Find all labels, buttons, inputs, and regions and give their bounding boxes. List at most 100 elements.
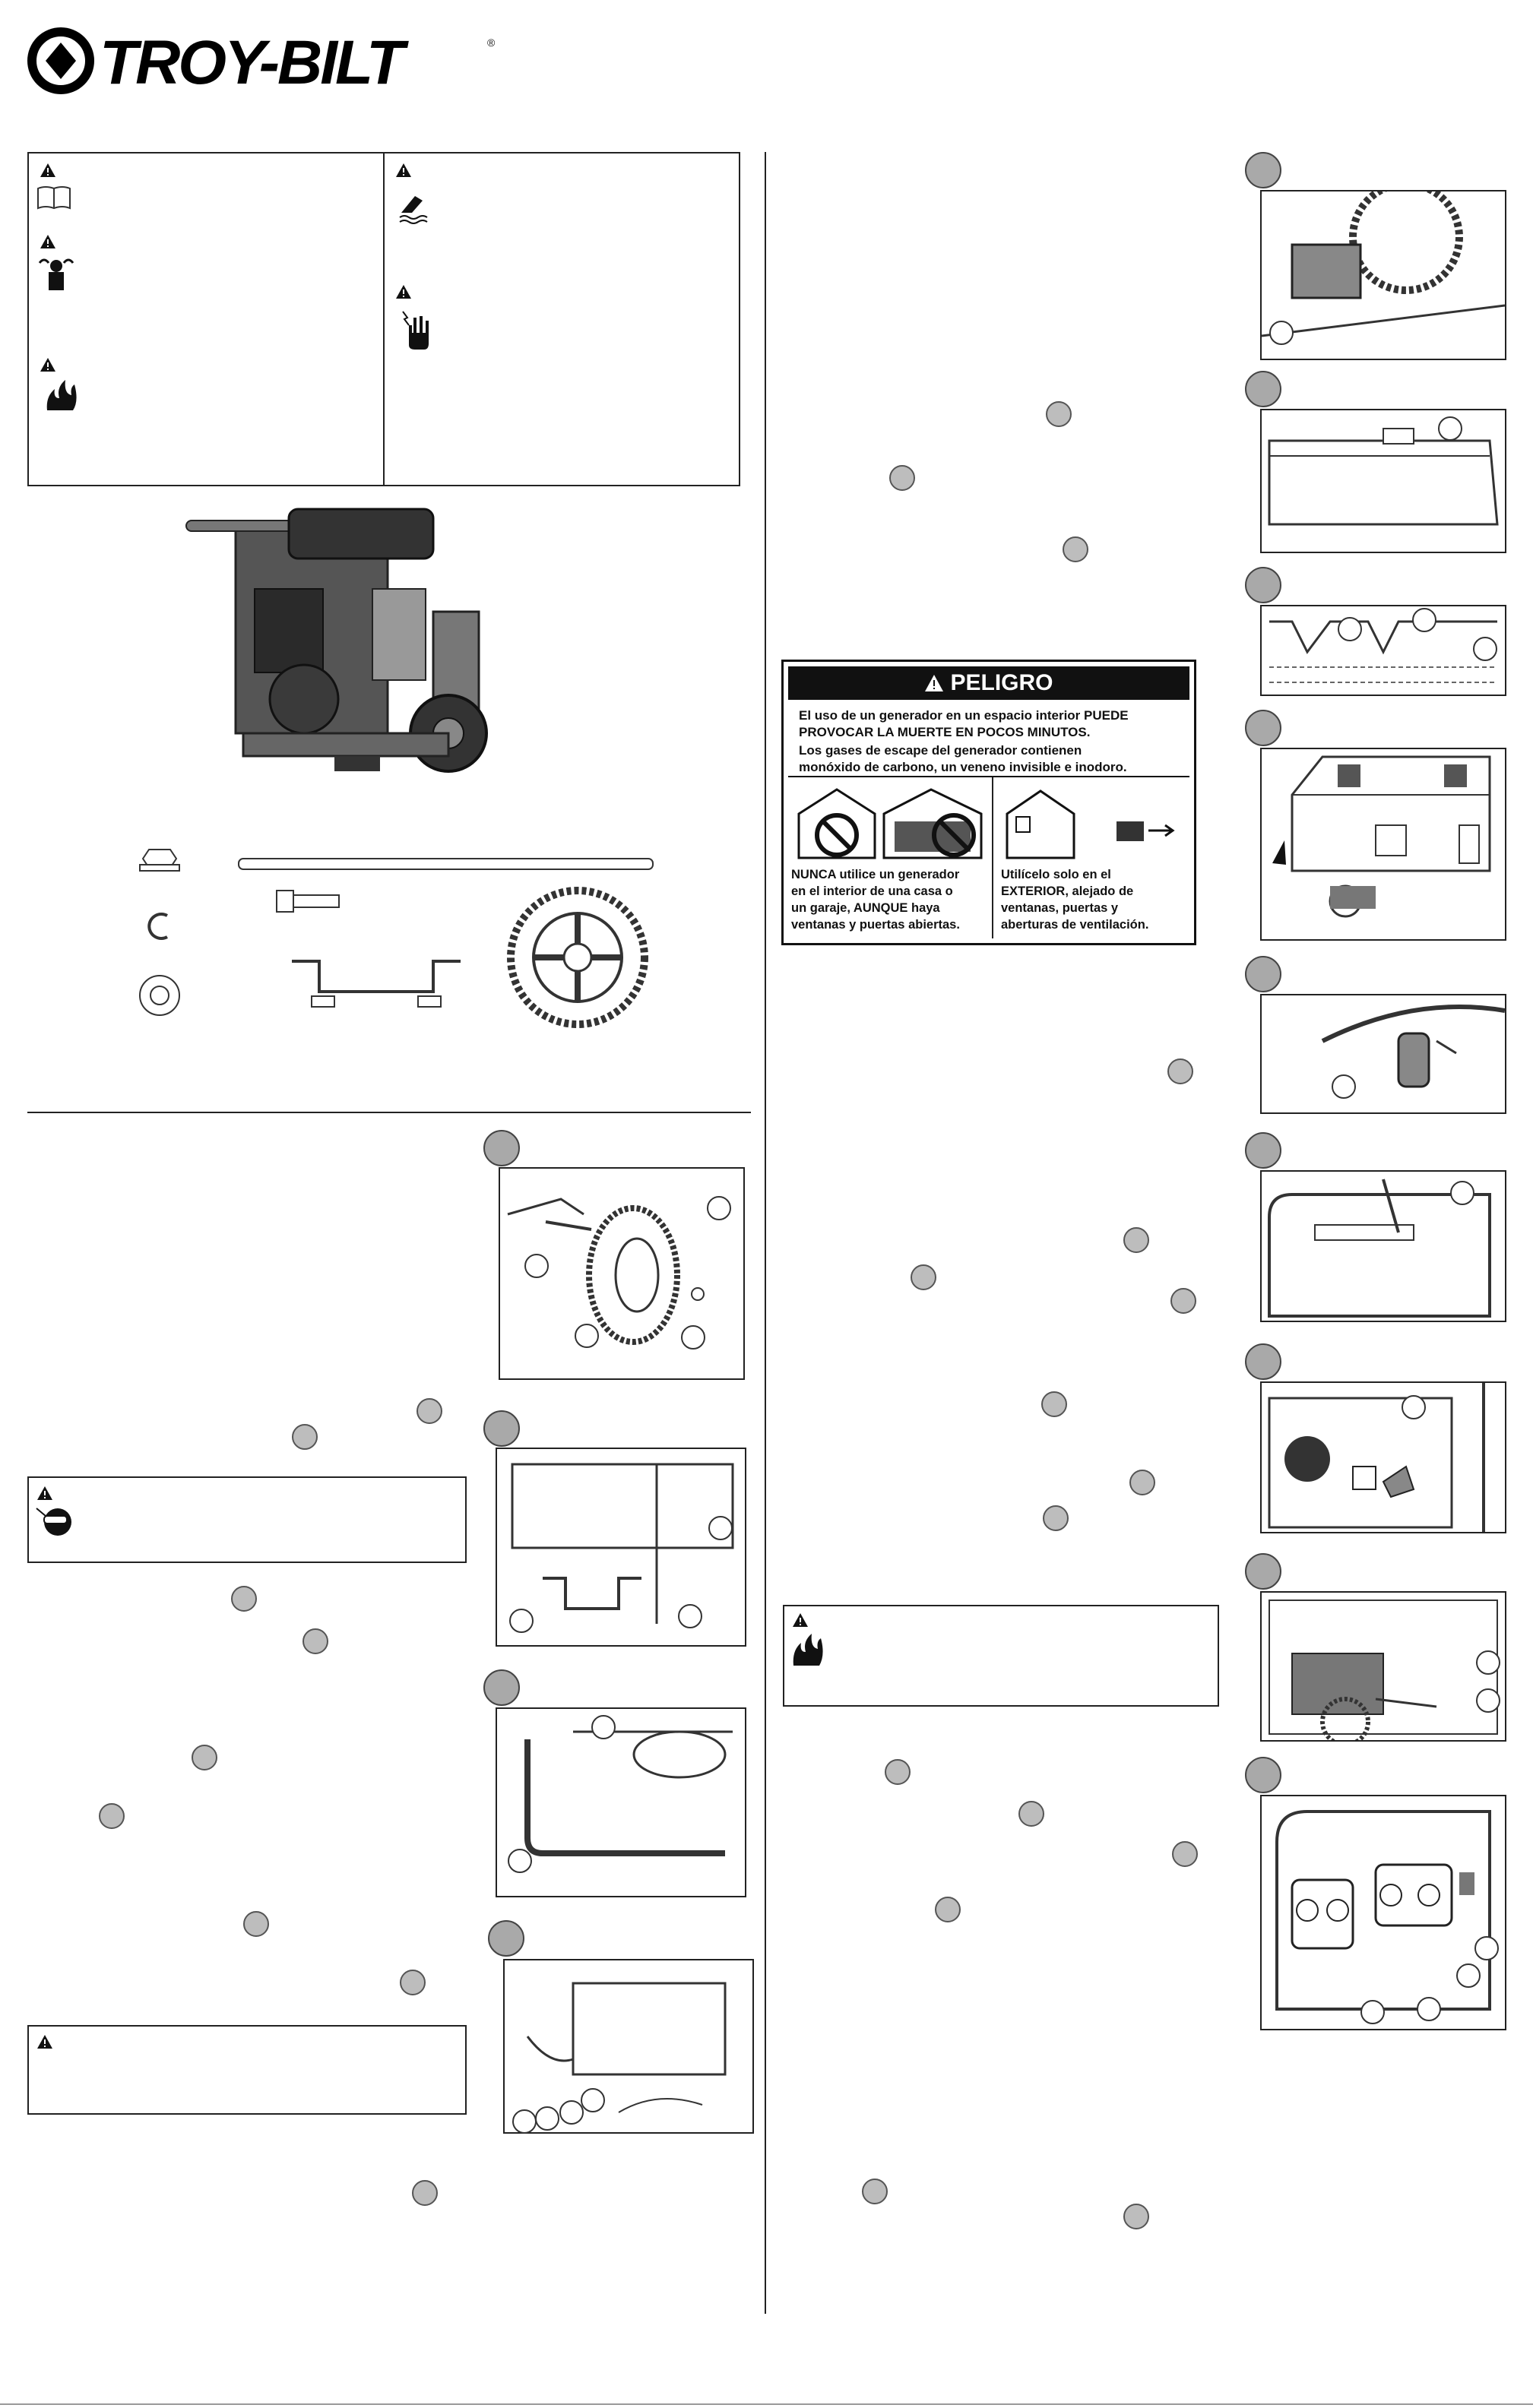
warning-triangle-icon bbox=[793, 1613, 808, 1627]
support-leg-part bbox=[292, 960, 461, 1008]
callout-circle bbox=[707, 1196, 731, 1220]
callout-circle bbox=[1412, 608, 1436, 632]
danger-never-line-4: ventanas y puertas abiertas. bbox=[791, 918, 960, 932]
figure-reference-circle bbox=[1046, 401, 1072, 427]
figure-reference-circle bbox=[400, 1970, 426, 1995]
figure-wheel-install bbox=[499, 1167, 745, 1380]
step-number-circle bbox=[1245, 1757, 1281, 1793]
brand-logo: TROY-BILT ® bbox=[27, 27, 495, 97]
warning-triangle-icon bbox=[396, 285, 411, 299]
callout-circle bbox=[591, 1715, 616, 1739]
danger-outdoor-line-2: EXTERIOR, alejado de bbox=[1001, 884, 1134, 898]
figure-fuel-tank bbox=[1260, 409, 1506, 553]
axle-part bbox=[238, 858, 654, 870]
warning-triangle-icon bbox=[40, 358, 55, 372]
page-bottom-rule bbox=[0, 2403, 1533, 2405]
divider bbox=[992, 777, 993, 938]
warning-triangle-icon bbox=[40, 163, 55, 177]
warning-triangle-icon bbox=[396, 163, 411, 177]
danger-heading-text: PELIGRO bbox=[950, 670, 1053, 695]
figure-reference-circle bbox=[935, 1897, 961, 1922]
callout-circle bbox=[1332, 1074, 1356, 1099]
step-number-circle bbox=[1245, 371, 1281, 407]
fire-icon bbox=[793, 1634, 823, 1666]
warning-triangle-icon bbox=[37, 2035, 52, 2049]
figure-battery-connection bbox=[503, 1959, 754, 2134]
step-number-circle bbox=[1245, 710, 1281, 746]
battery-warning-box bbox=[27, 2025, 467, 2115]
callout-circle bbox=[678, 1604, 702, 1628]
callout-circle bbox=[1360, 2000, 1385, 2024]
danger-never-line-3: un garaje, AUNQUE haya bbox=[791, 901, 940, 915]
callout-circle bbox=[1474, 1936, 1499, 1960]
step-number-circle bbox=[483, 1669, 520, 1706]
danger-line-1: El uso de un generador en un espacio int… bbox=[799, 708, 1129, 723]
figure-fuel-level bbox=[1260, 605, 1506, 696]
danger-never-line-1: NUNCA utilice un generador bbox=[791, 868, 960, 881]
figure-reference-circle bbox=[1018, 1801, 1044, 1827]
section-divider bbox=[27, 1112, 751, 1113]
callout-circle bbox=[1456, 1963, 1481, 1988]
e-clip-part bbox=[147, 913, 168, 940]
callout-circle bbox=[508, 1849, 532, 1873]
washer-part bbox=[139, 975, 180, 1016]
bolt-part bbox=[276, 890, 340, 913]
figure-handle-install bbox=[496, 1707, 746, 1897]
figure-choke-lever bbox=[1260, 1170, 1506, 1322]
warning-triangle-icon bbox=[925, 675, 944, 691]
eye-protection-icon bbox=[36, 1508, 71, 1536]
eye-protection-warning-box bbox=[27, 1476, 467, 1563]
figure-reference-circle bbox=[192, 1745, 217, 1770]
step-number-circle bbox=[483, 1410, 520, 1447]
step-number-circle bbox=[1245, 152, 1281, 188]
generator-illustration bbox=[185, 508, 488, 773]
figure-reference-circle bbox=[243, 1911, 269, 1937]
outdoor-use-icon bbox=[1006, 789, 1175, 859]
fire-icon bbox=[46, 380, 77, 410]
danger-line-2: PROVOCAR LA MUERTE EN POCOS MINUTOS. bbox=[799, 725, 1091, 739]
callout-circle bbox=[1438, 416, 1462, 441]
callout-circle bbox=[559, 2100, 584, 2125]
registered-mark: ® bbox=[487, 36, 496, 49]
callout-circle bbox=[1338, 617, 1362, 641]
figure-reference-circle bbox=[862, 2179, 888, 2204]
danger-never-line-2: en el interior de una casa o bbox=[791, 884, 953, 898]
figure-reference-circle bbox=[99, 1803, 125, 1829]
step-number-circle bbox=[1245, 1132, 1281, 1169]
no-indoor-use-icon bbox=[797, 788, 983, 859]
safety-symbols-box bbox=[27, 152, 740, 486]
callout-circle bbox=[524, 1254, 549, 1278]
figure-fuel-valve bbox=[1260, 994, 1506, 1114]
callout-circle bbox=[1417, 1997, 1441, 2021]
figure-support-leg bbox=[496, 1448, 746, 1647]
danger-outdoor-line-1: Utilícelo solo en el bbox=[1001, 868, 1111, 881]
logo-emblem-icon bbox=[27, 27, 94, 94]
figure-reference-circle bbox=[231, 1586, 257, 1612]
figure-control-panel bbox=[1260, 1795, 1506, 2030]
figure-reference-circle bbox=[1123, 1227, 1149, 1253]
figure-recoil-starter bbox=[1260, 1591, 1506, 1742]
callout-circle bbox=[681, 1325, 705, 1350]
hot-surface-icon bbox=[399, 196, 428, 224]
callout-circle bbox=[535, 2106, 559, 2131]
wheel-part bbox=[507, 887, 648, 1028]
figure-reference-circle bbox=[1170, 1288, 1196, 1314]
step-number-circle bbox=[483, 1130, 520, 1166]
figure-reference-circle bbox=[1167, 1058, 1193, 1084]
figure-reference-circle bbox=[1172, 1841, 1198, 1867]
toxic-fumes-icon bbox=[38, 258, 74, 290]
fuel-fire-warning-box bbox=[783, 1605, 1219, 1707]
danger-label: PELIGRO El uso de un generador en un esp… bbox=[781, 660, 1196, 945]
callout-circle bbox=[512, 2109, 537, 2134]
warning-triangle-icon bbox=[40, 235, 55, 248]
figure-outdoor-placement bbox=[1260, 748, 1506, 941]
figure-reference-circle bbox=[889, 465, 915, 491]
callout-circle bbox=[1269, 321, 1294, 345]
figure-reference-circle bbox=[1063, 536, 1088, 562]
callout-circle bbox=[1473, 637, 1497, 661]
figure-reference-circle bbox=[1123, 2204, 1149, 2229]
brand-logo-text: TROY-BILT bbox=[100, 28, 404, 97]
danger-label-heading: PELIGRO bbox=[788, 666, 1189, 700]
danger-line-4: monóxido de carbono, un veneno invisible… bbox=[799, 760, 1127, 774]
step-number-circle bbox=[1245, 1343, 1281, 1380]
